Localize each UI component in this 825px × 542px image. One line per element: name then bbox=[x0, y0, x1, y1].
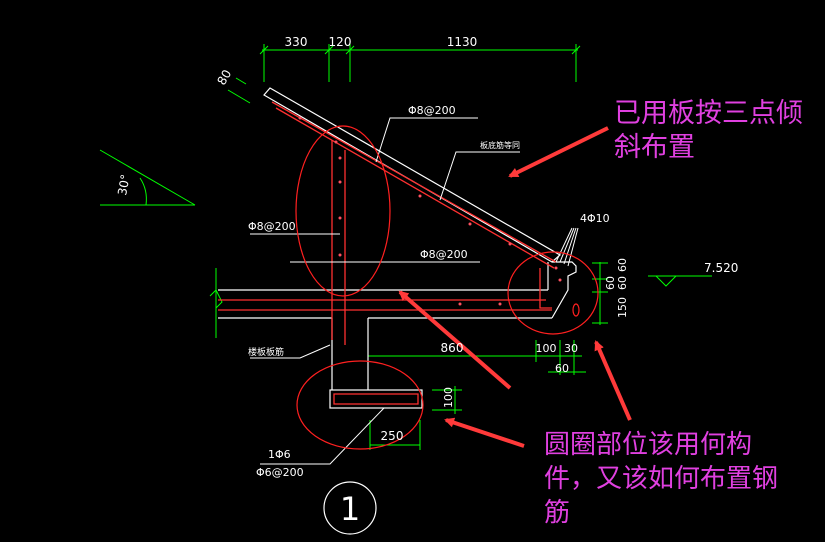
annotation-top-line1: 已用板按三点倾 bbox=[614, 98, 803, 129]
label-left-rebar: Φ8@200 bbox=[248, 220, 296, 233]
label-bottom-rebar-1: 1Φ6 bbox=[268, 448, 291, 461]
annotation-bottom-line1: 圆圈部位该用何构 bbox=[544, 430, 753, 460]
dim-top-330: 330 bbox=[285, 35, 308, 49]
dim-right-60c: 60 bbox=[604, 276, 617, 290]
dim-hook-height: 100 bbox=[442, 387, 455, 408]
dim-right-60b: 60 bbox=[616, 276, 629, 290]
leader-lines bbox=[250, 117, 579, 465]
dim-right-150: 150 bbox=[616, 297, 629, 318]
dim-bottom-30: 30 bbox=[564, 342, 578, 355]
dim-thickness: 80 bbox=[214, 67, 234, 87]
dim-right-60a: 60 bbox=[616, 258, 629, 272]
annotation-bottom-line3: 筋 bbox=[544, 498, 571, 528]
annotation-arrows bbox=[398, 126, 632, 448]
dim-top-1130: 1130 bbox=[447, 35, 478, 49]
dim-hook-width: 250 bbox=[381, 429, 404, 443]
dim-bottom-60: 60 bbox=[555, 362, 569, 375]
label-bottom-rebar-2: Φ6@200 bbox=[256, 466, 304, 479]
annotation-top: 已用板按三点倾 斜布置 bbox=[614, 97, 803, 165]
rebar-dots bbox=[298, 116, 562, 306]
dim-bottom-100: 100 bbox=[536, 342, 557, 355]
drawing-labels: 330 120 1130 80 30° Φ8@200 板底筋等同 Φ8@200 … bbox=[115, 35, 738, 528]
label-slab-upper: 板底筋等同 bbox=[480, 140, 520, 150]
label-slab-lower: 楼板板筋 bbox=[248, 346, 284, 358]
label-upper-rebar: Φ8@200 bbox=[408, 104, 456, 117]
section-mark: 1 bbox=[340, 490, 360, 528]
label-middle-rebar: Φ8@200 bbox=[420, 248, 468, 261]
label-elevation: 7.520 bbox=[704, 261, 738, 275]
dim-top-120: 120 bbox=[329, 35, 352, 49]
annotation-top-line2: 斜布置 bbox=[614, 132, 695, 163]
annotation-bottom-line2: 件，又该如何布置钢 bbox=[544, 464, 779, 494]
concrete-outline bbox=[218, 87, 577, 409]
dim-bottom-860: 860 bbox=[441, 341, 464, 355]
annotation-bottom: 圆圈部位该用何构 件，又该如何布置钢 筋 bbox=[544, 428, 778, 530]
dim-angle: 30° bbox=[115, 173, 132, 196]
label-bars: 4Φ10 bbox=[580, 212, 610, 225]
highlight-circles bbox=[295, 125, 599, 535]
